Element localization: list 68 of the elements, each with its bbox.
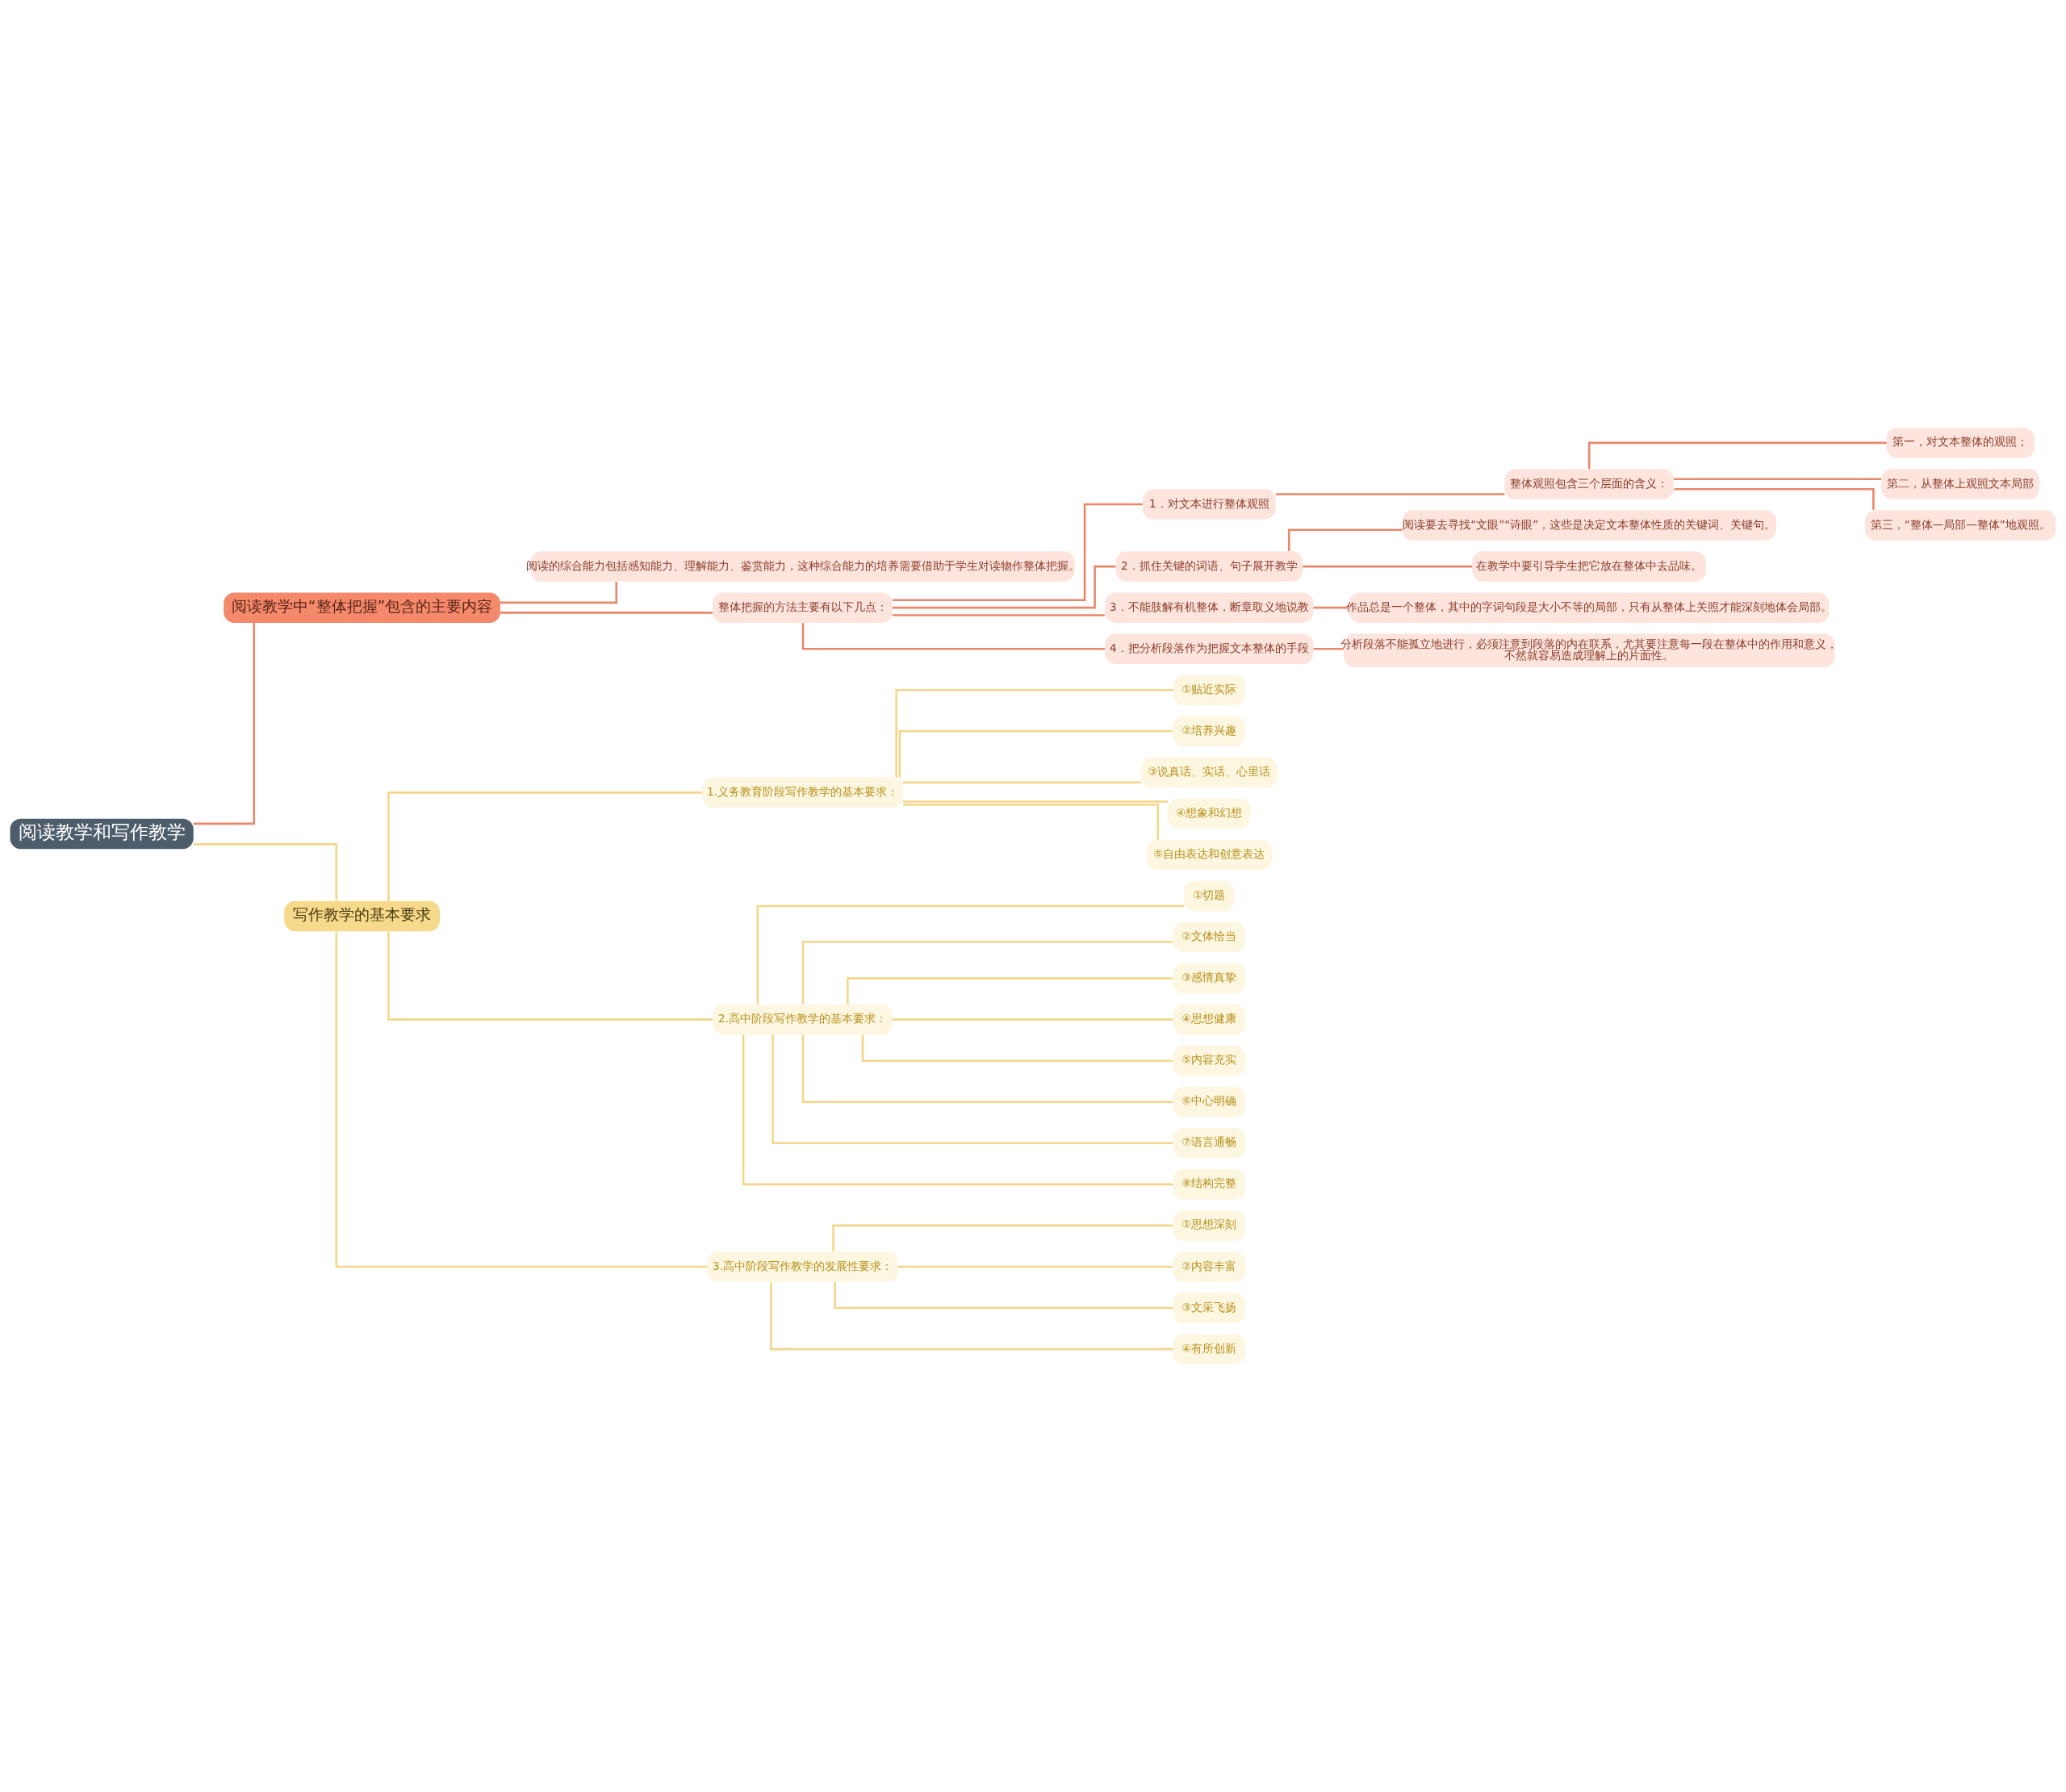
node-box: 3．不能肢解有机整体，断章取义地说教 [1105,592,1314,623]
connector [387,931,713,1021]
node-box: ①思想深刻 [1173,1210,1246,1241]
connector [832,1224,1173,1251]
connector [770,1282,1173,1351]
connector [895,688,1173,778]
node-box: 第二，从整体上观照文本局部 [1881,469,2040,499]
node-box: 写作教学的基本要求 [284,900,440,932]
node-box: ①贴近实际 [1173,675,1246,705]
node-box: 3.高中阶段写作教学的发展性要求： [707,1251,898,1282]
node-box: 1．对文本进行整体观照 [1142,489,1276,520]
node-box: ④想象和幻想 [1168,798,1251,829]
node-box: ③感情真挚 [1173,963,1246,994]
connector [500,612,713,614]
node-box: 阅读要去寻找“文眼”“诗眼”，这些是决定文本整体性质的关键词、关键句。 [1402,510,1777,541]
node-box: ⑧结构完整 [1173,1169,1246,1200]
node-box: ⑤自由表达和创意表达 [1146,839,1272,871]
connector [193,843,338,901]
connector [193,622,255,825]
node-box: 整体把握的方法主要有以下几点： [713,592,893,623]
connector [893,614,1105,616]
connector [898,730,1173,778]
node-box: ⑦语言通畅 [1173,1128,1246,1159]
connector [893,565,1116,609]
connector [801,1034,1173,1104]
connector [1313,647,1344,650]
node-box: 2．抓住关键的词语、句子展开教学 [1115,551,1303,582]
node-box: ③文采飞扬 [1173,1293,1246,1323]
node-box: 2.高中阶段写作教学的基本要求： [713,1004,893,1035]
connector [1674,478,1881,480]
connector [1275,493,1505,495]
node-box: 4．把分析段落作为把握文本整体的手段 [1105,633,1314,664]
node-box: ③说真话、实话、心里话 [1140,757,1278,788]
connector [1674,487,1875,510]
node-box: 整体观照包含三个层面的含义： [1504,469,1674,499]
connector [742,1034,1173,1186]
node-box: 阅读教学和写作教学 [10,818,194,850]
connector [834,1282,1173,1310]
connector [846,977,1173,1005]
connector [772,1034,1173,1145]
connector [1303,565,1473,568]
node-box: 1.义务教育阶段写作教学的基本要求： [702,777,904,808]
node-box: ①切题 [1184,880,1235,912]
connector [387,792,702,901]
node-box: ④思想健康 [1173,1004,1246,1035]
connector [903,800,1169,803]
connector [897,1265,1173,1268]
connector [801,941,1173,1005]
connector [335,931,708,1268]
node-box: 第一，对文本整体的观照； [1886,428,2035,458]
node-box: 阅读教学中“整体把握”包含的主要内容 [224,592,500,623]
node-box: ②文体恰当 [1173,921,1246,953]
connector [500,582,618,604]
connector [1287,528,1403,552]
connector [893,1018,1173,1021]
node-box: ⑤内容充实 [1173,1045,1246,1076]
connector [756,904,1184,1005]
node-box: ②培养兴趣 [1173,716,1246,747]
node-box: ②内容丰富 [1173,1251,1246,1282]
connector [893,503,1143,602]
connector [903,804,1159,840]
node-box: 在教学中要引导学生把它放在整体中去品味。 [1472,551,1707,582]
connector [861,1034,1173,1062]
connector [1313,606,1349,609]
node-box: ⑥中心明确 [1173,1087,1246,1117]
node-box: 第三，“整体—局部—整体”地观照。 [1864,510,2056,541]
connector [903,781,1141,784]
node-box: ④有所创新 [1173,1334,1246,1364]
